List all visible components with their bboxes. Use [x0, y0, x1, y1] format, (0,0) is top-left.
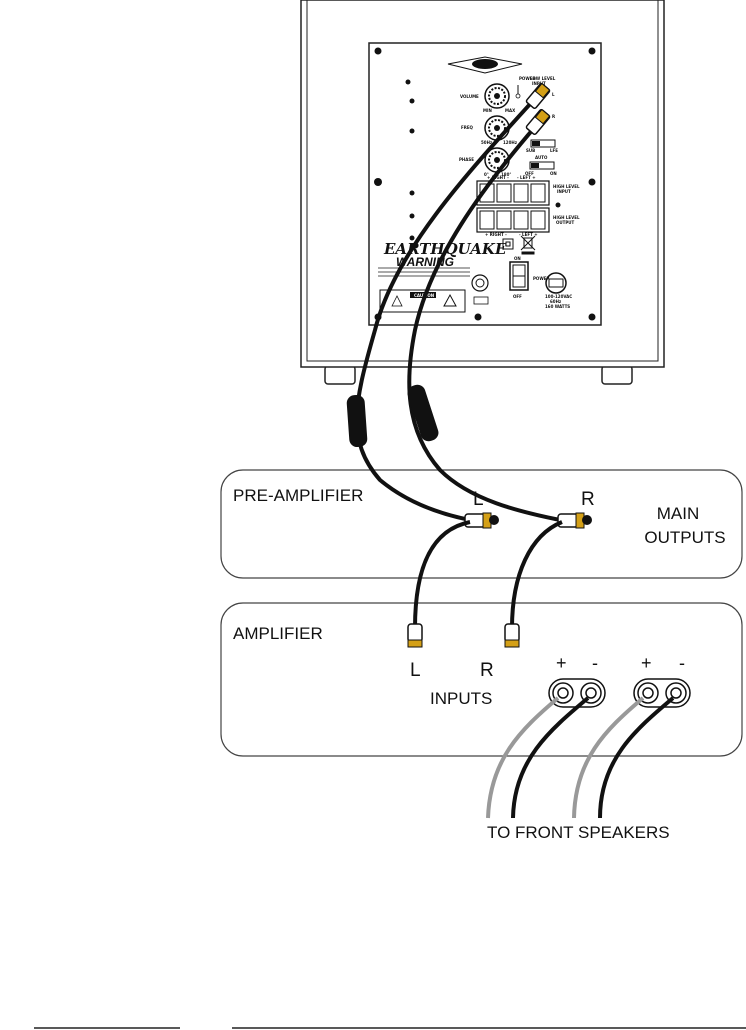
left-bottom-label: - LEFT + [519, 232, 538, 237]
plus-label-2: + [641, 653, 652, 673]
rca-plug-sub-left [525, 82, 551, 109]
cable-sub-to-preamp-left [354, 90, 543, 522]
freq-max-label: 120Hz [503, 140, 518, 145]
to-front-speakers-label: TO FRONT SPEAKERS [487, 823, 670, 842]
freq-label: FREQ [461, 125, 474, 130]
panel-screws [374, 47, 596, 321]
rca-plug-amp-left [407, 623, 423, 648]
auto-on-label: ON [550, 171, 557, 176]
warning-text-lines [378, 267, 470, 277]
amplifier-title: AMPLIFIER [233, 624, 323, 643]
power-rocker-switch[interactable] [509, 261, 529, 291]
auto-on-switch[interactable] [529, 161, 555, 170]
cable-preamp-to-amp-left [413, 520, 471, 629]
low-level-label-1: LOW LEVEL [530, 76, 556, 81]
rca-plug-amp-right [504, 623, 520, 648]
lfe-label: LFE [550, 148, 558, 153]
amp-l-label: L [410, 660, 421, 681]
minus-label-2: - [679, 653, 685, 673]
plus-label-1: + [556, 653, 567, 673]
sub-label: SUB [526, 148, 535, 153]
subwoofer: POWER LOW LEVEL INPUT L R VOLUME MIN MAX… [300, 0, 665, 385]
rating-line-1: 100-120VAC [545, 294, 572, 299]
cable-preamp-to-amp-right [510, 520, 563, 629]
power-inlet-label: POWER [533, 276, 550, 281]
cable-sub-to-preamp-right [407, 118, 561, 522]
main-outputs-line-1: MAIN [657, 504, 700, 523]
auto-off-label: OFF [525, 171, 534, 176]
subwoofer-foot-right [601, 365, 633, 385]
phase-0-label: 0° [484, 172, 489, 177]
high-output-label-1: HIGH LEVEL [553, 215, 580, 220]
inputs-label: INPUTS [430, 689, 492, 708]
power-led-icon [515, 85, 521, 99]
pre-amplifier-title: PRE-AMPLIFIER [233, 486, 363, 505]
rca-plug-preamp-left [464, 512, 499, 529]
frequency-knob[interactable] [484, 115, 510, 141]
sub-lfe-switch-slider [532, 141, 540, 146]
pre-amp-r-label: R [581, 489, 595, 510]
volume-knob[interactable] [484, 83, 510, 109]
rca-plug-preamp-right [557, 512, 592, 529]
weee-bin-icon [520, 235, 536, 255]
right-top-label: + RIGHT - [487, 175, 509, 180]
phase-180-label: 180° [501, 172, 511, 177]
right-bottom-label: + RIGHT - [485, 232, 507, 237]
volume-label: VOLUME [460, 94, 479, 99]
auto-on-switch-slider [531, 163, 539, 168]
amplifier-box [220, 602, 743, 757]
high-output-label-2: OUTPUT [556, 220, 575, 225]
main-outputs-line-2: OUTPUTS [644, 528, 725, 547]
high-level-output-terminals [476, 207, 550, 233]
high-input-label-2: INPUT [557, 189, 571, 194]
amp-r-label: R [480, 660, 494, 681]
input-l-label: L [552, 92, 555, 97]
high-input-label-1: HIGH LEVEL [553, 184, 580, 189]
ferrite-choke-left [346, 394, 368, 448]
auto-label: AUTO [535, 155, 548, 160]
volume-min-label: MIN [483, 108, 492, 113]
sub-lfe-switch[interactable] [530, 139, 556, 148]
fuse-holder-icon [471, 274, 489, 305]
phase-label: PHASE [459, 157, 474, 162]
rating-line-2: 60Hz [550, 299, 562, 304]
power-cord-inlet-icon [545, 272, 567, 294]
pre-amp-l-label: L [473, 489, 484, 510]
rocker-on-label: ON [514, 256, 521, 261]
brand-logo-badge [447, 56, 523, 74]
minus-label-1: - [592, 653, 598, 673]
power-label: POWER [519, 76, 536, 81]
subwoofer-foot-left [324, 365, 356, 385]
ferrite-choke-right [407, 384, 439, 442]
speaker-wires [486, 696, 675, 819]
subwoofer-cabinet-inner [306, 0, 659, 362]
high-level-input-terminals [476, 180, 550, 206]
left-top-label: - LEFT + [517, 175, 536, 180]
amplifier-unit: AMPLIFIER L R INPUTS + - + - [220, 602, 743, 757]
rocker-off-label: OFF [513, 294, 522, 299]
double-insulation-icon [502, 238, 514, 250]
low-level-label-2: INPUT [532, 81, 546, 86]
speaker-terminal-pair-1[interactable] [548, 678, 606, 708]
rating-line-3: 160 WATTS [545, 304, 570, 309]
input-r-label: R [552, 114, 555, 119]
speaker-terminal-pair-2[interactable] [633, 678, 691, 708]
rca-plug-sub-right [525, 108, 551, 135]
volume-max-label: MAX [505, 108, 515, 113]
freq-min-label: 50Hz [481, 140, 493, 145]
